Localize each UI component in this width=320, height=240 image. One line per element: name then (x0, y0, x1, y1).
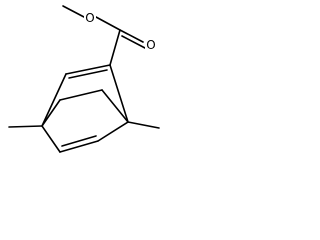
bond-alkene-to-right-bridgehead (109, 64, 129, 123)
bond-lower-alkene-b (61, 135, 97, 147)
ester-oxygen-label: O (85, 11, 94, 25)
bond-upper-alkene-b (68, 69, 108, 79)
bond-carbonyl-double-a (119, 29, 144, 43)
bond-ester-o-to-carbonyl (95, 16, 121, 31)
bond-methyl-ester (62, 5, 85, 18)
bond-left-bridgehead-lower (41, 125, 61, 153)
bond-alkene-to-left-bridgehead (41, 73, 67, 127)
ester-oxygen-backdrop (84, 10, 96, 25)
bond-left-bridgehead-back (41, 99, 61, 127)
bond-back-to-right-bridgehead (101, 89, 129, 123)
molecule-structure: O O (8, 5, 160, 153)
carbonyl-oxygen-label: O (146, 38, 155, 52)
bond-lower-to-right-bridgehead (97, 121, 129, 142)
bond-left-methyl (8, 125, 43, 128)
bond-upper-alkene-a (65, 64, 111, 75)
bond-carbonyl-to-ring (109, 29, 121, 66)
carbonyl-oxygen-backdrop (145, 37, 158, 52)
bond-lower-alkene-a (59, 140, 99, 153)
bond-right-methyl (127, 121, 160, 129)
bond-back-bridge (59, 89, 103, 101)
bond-carbonyl-double-b (121, 35, 146, 49)
